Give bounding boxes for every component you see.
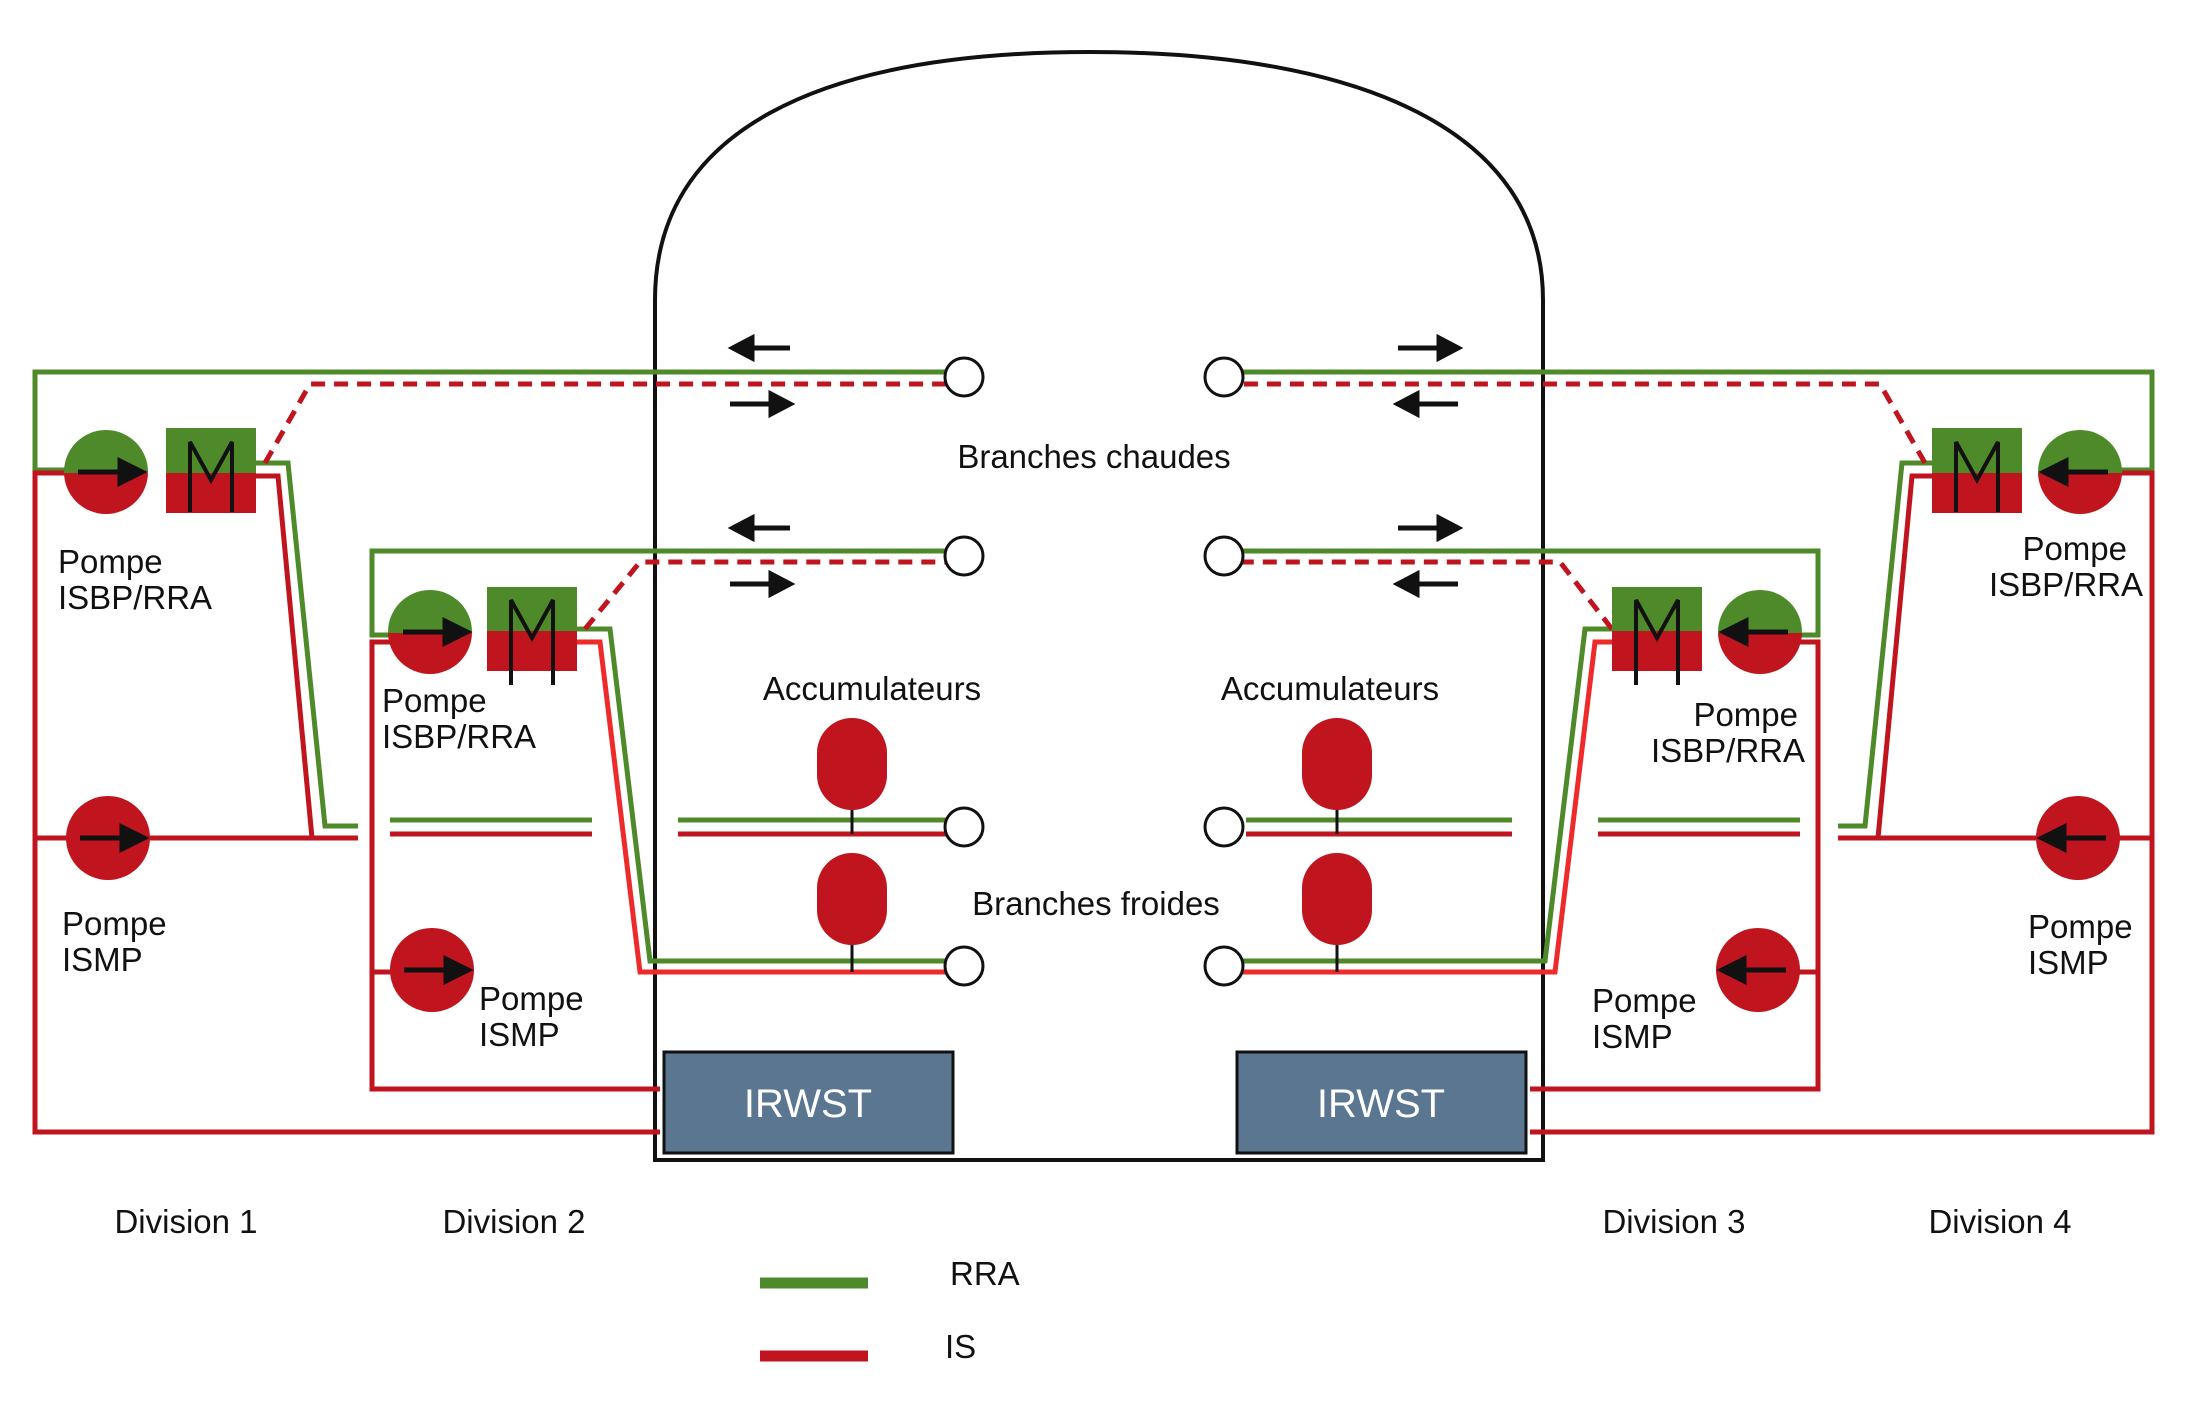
arrow-right-icon: [404, 954, 474, 986]
arrow-left-icon: [1392, 389, 1458, 419]
heat-exchanger-division-4: [1932, 428, 2022, 513]
cold-leg-nozzle-1: [943, 806, 985, 848]
pump-ismp-label-d3-line1: Pompe: [1592, 982, 1697, 1019]
division-2-label: Division 2: [442, 1203, 585, 1240]
pump-ismp-division-4: [2036, 796, 2120, 880]
division-3-label: Division 3: [1602, 1203, 1745, 1240]
accumulator-2: [817, 853, 887, 945]
accumulator-lines: [850, 808, 1339, 972]
hot-leg-nozzle-4: [1203, 535, 1245, 577]
heat-exchanger-division-3: [1612, 587, 1702, 685]
legend-is-label: IS: [945, 1328, 976, 1365]
hot-legs-label: Branches chaudes: [957, 438, 1230, 475]
irwst-right-label: IRWST: [1317, 1082, 1445, 1126]
pump-ismp-division-1: [66, 796, 150, 880]
accumulators-left-label: Accumulateurs: [763, 670, 981, 707]
flow-arrows: [727, 333, 1464, 599]
irwst-right: IRWST: [1235, 1050, 1528, 1155]
pump-ismp-label-d4-line2: ISMP: [2028, 944, 2109, 981]
pump-ismp-label-d2-line1: Pompe: [479, 980, 584, 1017]
pump-ismp-label-d2-line2: ISMP: [479, 1016, 560, 1053]
arrow-left-icon: [2036, 822, 2106, 854]
pump-isbp-label-d1-line1: Pompe: [58, 543, 163, 580]
accumulator-3: [1302, 718, 1372, 810]
irwst-left-label: IRWST: [744, 1082, 872, 1126]
pump-isbp-rra-division-1: [64, 430, 148, 514]
pump-isbp-label-d4-line1: Pompe: [2022, 530, 2127, 567]
hot-leg-nozzle-2: [1203, 356, 1245, 398]
hot-leg-nozzle-1: [943, 356, 985, 398]
accumulator-1: [817, 718, 887, 810]
legend: RRA IS: [760, 1255, 1020, 1365]
arrow-left-icon: [1716, 954, 1786, 986]
pump-ismp-label-d1-line2: ISMP: [62, 941, 143, 978]
pump-isbp-label-d3-line2: ISBP/RRA: [1651, 732, 1805, 769]
cold-legs-label: Branches froides: [972, 885, 1220, 922]
pump-ismp-label-d4-line1: Pompe: [2028, 908, 2133, 945]
cold-leg-nozzle-4: [1203, 945, 1245, 987]
pump-ismp-label-d3-line2: ISMP: [1592, 1018, 1673, 1055]
pump-ismp-label-d1-line1: Pompe: [62, 905, 167, 942]
heat-exchanger-division-1: [166, 428, 256, 513]
nozzles: [943, 356, 1245, 987]
arrow-right-icon: [1398, 333, 1464, 363]
division-2-piping: [369, 548, 958, 1092]
arrow-left-icon: [1718, 616, 1788, 648]
arrow-left-icon: [727, 513, 790, 543]
arrow-left-icon: [2038, 456, 2108, 488]
arrow-right-icon: [730, 389, 796, 419]
division-1-label: Division 1: [114, 1203, 257, 1240]
pump-isbp-label-d1-line2: ISBP/RRA: [58, 579, 212, 616]
arrow-right-icon: [78, 456, 148, 488]
hot-leg-nozzle-3: [943, 535, 985, 577]
pump-isbp-rra-division-3: [1718, 590, 1802, 674]
arrow-right-icon: [730, 569, 796, 599]
arrow-right-icon: [80, 822, 150, 854]
heat-exchanger-division-2: [487, 587, 577, 685]
irwst-left: IRWST: [662, 1050, 955, 1155]
arrow-right-icon: [1398, 513, 1464, 543]
pump-ismp-division-2: [390, 928, 474, 1012]
accumulators: [817, 718, 1372, 945]
cold-leg-nozzle-3: [943, 945, 985, 987]
pump-isbp-rra-division-4: [2038, 430, 2122, 514]
containment-outline: [653, 49, 1545, 1162]
pump-isbp-label-d4-line2: ISBP/RRA: [1989, 566, 2143, 603]
division-4-piping: [1226, 369, 2155, 1135]
arrow-right-icon: [403, 616, 473, 648]
pump-isbp-label-d2-line1: Pompe: [382, 682, 487, 719]
cold-leg-nozzle-2: [1203, 806, 1245, 848]
pump-isbp-label-d3-line1: Pompe: [1693, 696, 1798, 733]
division-4-label: Division 4: [1928, 1203, 2071, 1240]
pump-ismp-division-3: [1716, 928, 1800, 1012]
pump-isbp-rra-division-2: [388, 590, 473, 674]
division-3-piping: [1226, 548, 1821, 1092]
division-1-piping: [32, 369, 958, 1135]
arrow-left-icon: [727, 333, 790, 363]
accumulator-4: [1302, 853, 1372, 945]
arrow-left-icon: [1392, 569, 1458, 599]
legend-rra-label: RRA: [950, 1255, 1020, 1292]
pump-isbp-label-d2-line2: ISBP/RRA: [382, 718, 536, 755]
accumulators-right-label: Accumulateurs: [1221, 670, 1439, 707]
